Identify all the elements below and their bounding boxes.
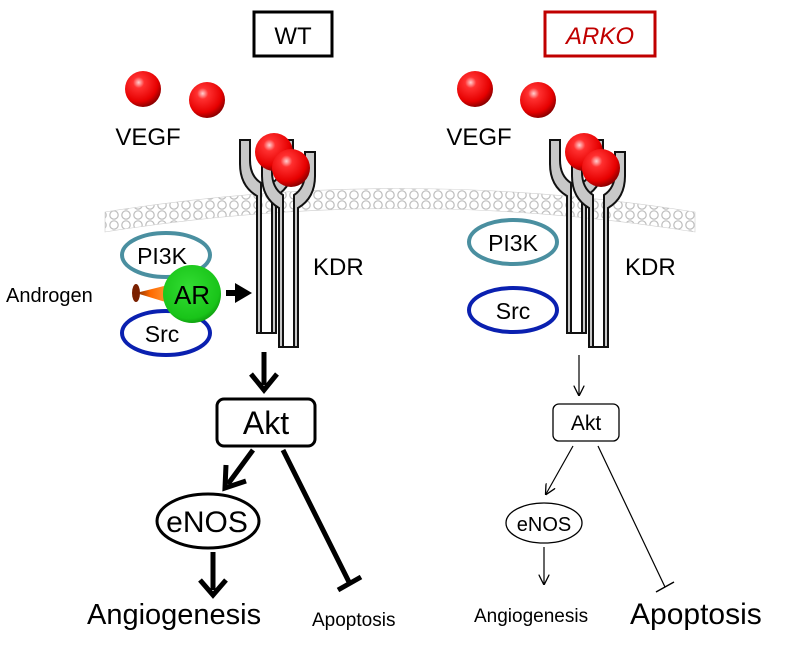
arko-apoptosis-label: Apoptosis [630,598,762,631]
wt-ar-label: AR [174,280,210,310]
arko-akt-inhibits-apoptosis [597,445,675,593]
arko-vegf-ball-1 [457,71,493,107]
arko-akt-label: Akt [571,412,602,435]
wt-kdr-vegf-ball-2 [272,149,310,187]
wt-angiogenesis-label: Angiogenesis [87,599,261,631]
wt-enos-label: eNOS [166,506,248,539]
wt-vegf-ball-2 [189,82,225,118]
wt-kdr-to-akt-arrow [249,352,279,394]
arko-panel: ARKO VEGF KDR PI3K Src Akt [446,10,762,631]
wt-title: WT [274,23,312,50]
wt-akt-inhibits-apoptosis [280,448,363,593]
wt-kdr-label: KDR [313,254,364,281]
wt-akt-label: Akt [243,405,289,441]
arko-src-node [467,286,559,334]
wt-pi3k-label: PI3K [137,243,188,269]
wt-akt-node [215,397,317,448]
arko-enos-node [505,502,583,544]
wt-apoptosis-label: Apoptosis [312,610,395,631]
wt-androgen-label: Androgen [6,285,93,307]
arko-pi3k-label: PI3K [488,230,539,256]
arko-akt-node [552,403,620,442]
wt-vegf-label: VEGF [115,124,180,151]
arko-akt-to-enos-arrow [546,445,574,494]
androgen-icon [132,284,172,304]
arko-angiogenesis-label: Angiogenesis [474,606,588,627]
arko-title-box: ARKO [543,10,657,58]
wt-akt-to-enos-arrow [222,448,256,492]
arko-src-label: Src [496,298,531,324]
wt-title-box: WT [252,10,334,58]
arko-vegf-ball-2 [520,82,556,118]
wt-src-label: Src [145,321,180,347]
arko-kdr-vegf-ball-2 [582,149,620,187]
arko-kdr-label: KDR [625,254,676,281]
wt-ar-node [163,265,221,323]
arko-pi3k-node [467,218,559,266]
wt-enos-node [155,492,261,550]
arko-vegf-label: VEGF [446,124,511,151]
arko-enos-label: eNOS [517,514,571,536]
arko-title: ARKO [564,23,634,50]
wt-ar-to-kdr-arrow [226,283,252,303]
wt-panel: WT VEGF KDR PI3K Src Androgen AR [6,10,395,631]
wt-enos-to-angiogenesis-arrow [198,552,228,599]
wt-vegf-ball-1 [125,71,161,107]
